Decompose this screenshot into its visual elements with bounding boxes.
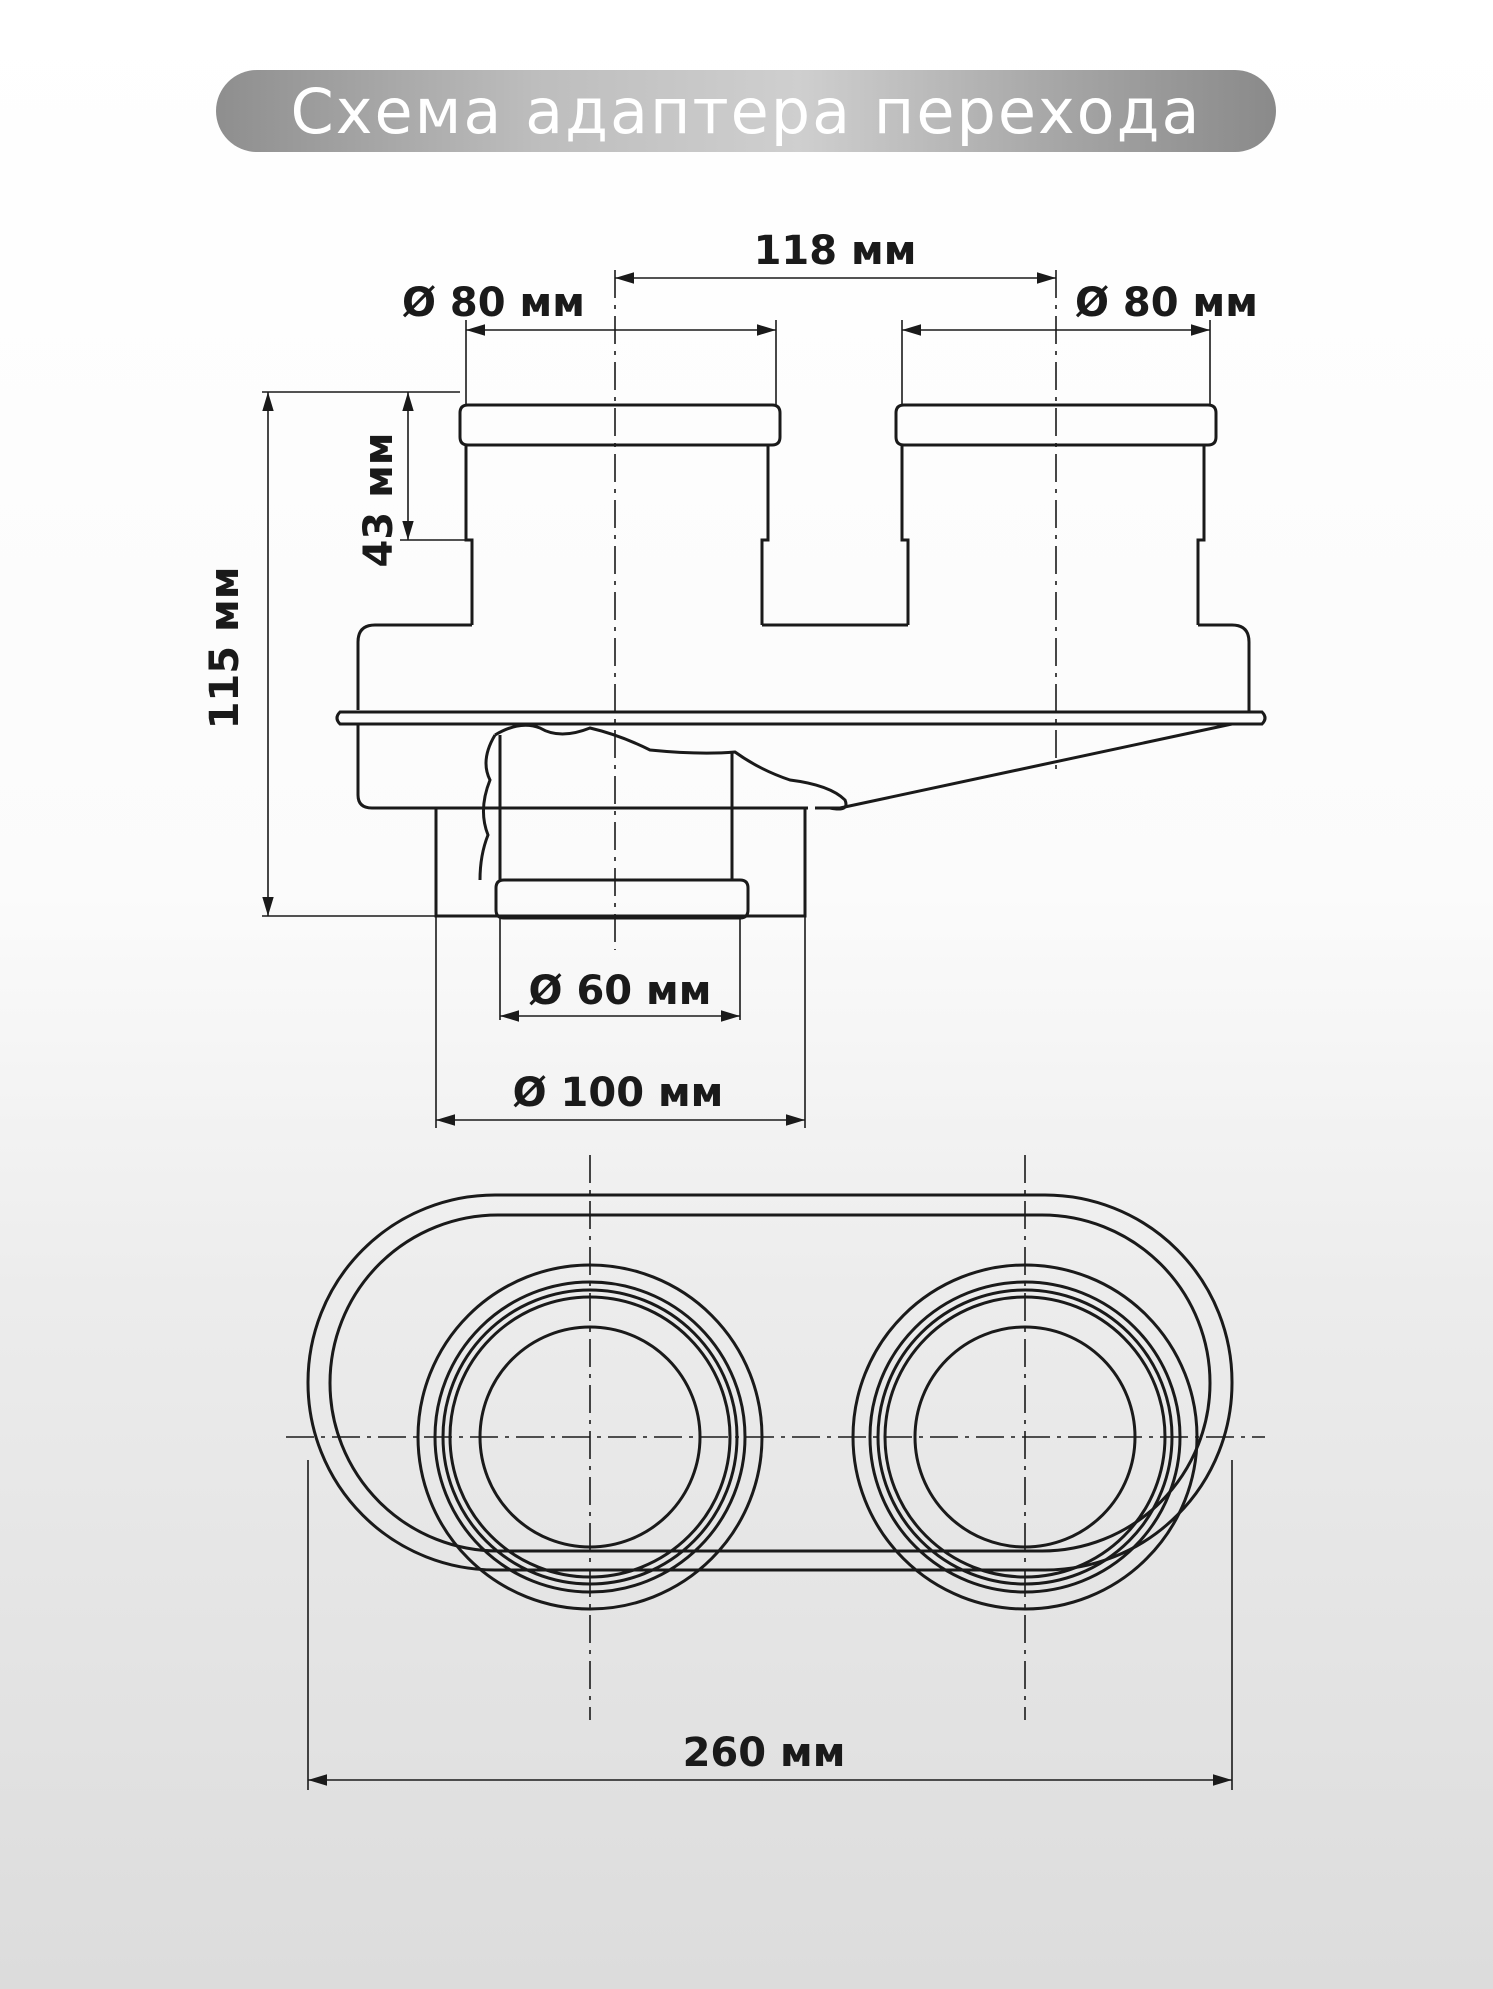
flange (335, 710, 1267, 726)
cutaway-edge (494, 723, 848, 811)
title-banner: Схема адаптера перехода (216, 70, 1276, 152)
right-pipe-label: Ø 80 мм (1075, 280, 1258, 326)
left-pipe-body (464, 445, 770, 625)
dim-collar-height: 43 мм (356, 392, 466, 567)
diagram-title: Схема адаптера перехода (290, 74, 1202, 148)
top-view (286, 1155, 1265, 1790)
left-pipe-socket (458, 403, 782, 447)
lower-housing (356, 722, 1233, 825)
spacing-label: 118 мм (754, 228, 917, 274)
total-height-label: 115 мм (202, 567, 248, 730)
left-pipe-label: Ø 80 мм (402, 280, 585, 326)
outer-pipe (434, 808, 807, 918)
outer-oval (306, 1193, 1234, 1572)
dim-right-pipe: Ø 80 мм (901, 280, 1258, 405)
dim-inner-pipe: Ø 60 мм (499, 918, 741, 1022)
dim-total-height: 115 мм (202, 392, 274, 916)
dim-spacing: 118 мм (615, 228, 1056, 284)
right-pipe-socket (894, 403, 1218, 447)
side-view (262, 270, 1267, 950)
right-pipe-body (900, 445, 1206, 625)
total-width-label: 260 мм (683, 1730, 846, 1776)
cutaway-left-edge (478, 734, 497, 881)
collar-height-label: 43 мм (356, 433, 402, 568)
inner-pipe-socket (494, 878, 750, 920)
housing-body (356, 623, 1251, 712)
dim-left-pipe: Ø 80 мм (402, 280, 777, 405)
inner-oval (328, 1213, 1212, 1553)
dim-outer-pipe: Ø 100 мм (435, 916, 806, 1128)
dim-total-width: 260 мм (308, 1730, 1232, 1786)
inner-pipe-label: Ø 60 мм (529, 968, 712, 1014)
inner-pipe (498, 735, 734, 880)
outer-pipe-label: Ø 100 мм (513, 1070, 724, 1116)
